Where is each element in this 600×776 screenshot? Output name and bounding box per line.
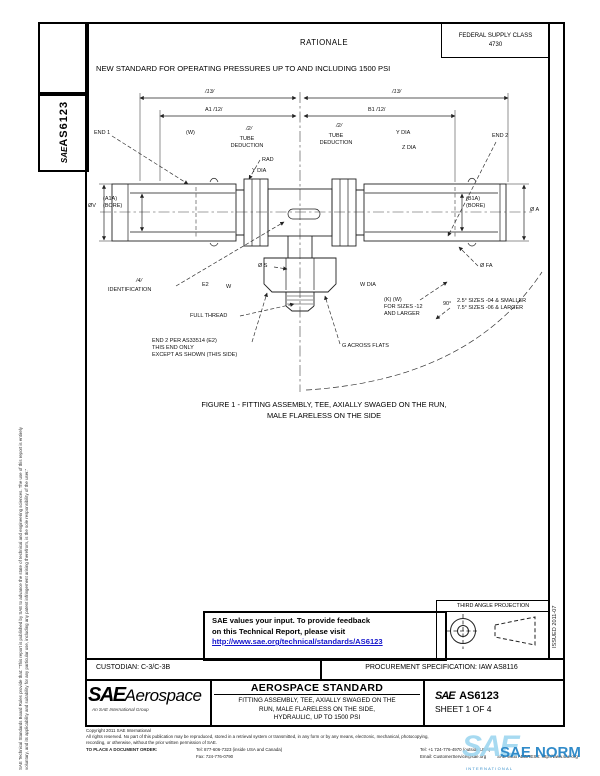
figure-callout: Ø S [258, 263, 268, 269]
watermark-sae-logo: SAE [462, 730, 520, 763]
figure-callout: TUBE DEDUCTION [230, 136, 264, 150]
figure-callout: W DIA [360, 282, 376, 288]
figure-callout: (A1A) (BORE) [103, 196, 123, 210]
sheet-number: SHEET 1 OF 4 [435, 704, 492, 714]
figure-callout: 2.5° SIZES -04 & SMALLER 7.5° SIZES -06 … [457, 298, 527, 312]
figure-callout: /2/ [246, 126, 253, 132]
figure-callout: A1 /12/ [205, 107, 223, 113]
figure-callout: Y DIA [252, 168, 267, 174]
footer-rights-2: recording, or otherwise, without the pri… [86, 740, 218, 745]
figure-callout: G ACROSS FLATS [342, 343, 389, 349]
doc-number-sae-logo: SAE [435, 690, 456, 702]
figure-callout: E2 [202, 282, 209, 288]
feedback-box: SAE values your input. To provide feedba… [203, 611, 447, 661]
document-title: FITTING ASSEMBLY, TEE, AXIALLY SWAGED ON… [212, 697, 422, 723]
footer-order-label: TO PLACE A DOCUMENT ORDER: [86, 747, 158, 752]
issued-strip-divider [548, 22, 550, 658]
rationale-body: NEW STANDARD FOR OPERATING PRESSURES UP … [96, 64, 391, 73]
doc-tab-empty-cell [38, 22, 89, 96]
title-line3: HYDRAULIC, UP TO 1500 PSI [273, 714, 361, 722]
bottom-row-bottom-border [85, 679, 563, 681]
figure-callout: Z DIA [402, 145, 417, 151]
title-line2: RUN, MALE FLARELESS ON THE SIDE, [258, 705, 376, 713]
fsc-line2: 4730 [488, 41, 503, 48]
figure-callout: /13/ [205, 89, 215, 95]
figure-callout: B1 /12/ [368, 107, 386, 113]
footer-copyright: Copyright 2011 SAE International [86, 728, 151, 733]
figure-callout: 90° [443, 301, 452, 307]
titleblock-divider-2 [423, 680, 425, 725]
figure-callout: (B1A) (BORE) [466, 196, 486, 210]
standard-type-underline [214, 694, 420, 695]
figure-caption-line2: MALE FLARELESS ON THE SIDE [266, 411, 382, 420]
doc-number-cell: SAE AS6123 [435, 686, 499, 704]
doc-tab-number-cell: SAEAS6123 [38, 92, 89, 172]
figure-callout: ØV [88, 203, 96, 209]
issued-label: ISSUED 2011-07 [552, 605, 558, 649]
procurement-label: PROCUREMENT SPECIFICATION: IAW AS8116 [365, 664, 518, 671]
bottom-row-top-border [85, 658, 563, 660]
sae-aerospace-logo: SAEAerospace An SAE International Group [88, 684, 208, 724]
footer-web-address[interactable]: SAE WEB ADDRESS: http://www.sae.org [497, 754, 578, 759]
figure-callout: /2/ [336, 123, 343, 129]
rationale-heading: RATIONALE [299, 38, 349, 47]
watermark-intl-text: INTERNATIONAL [466, 766, 514, 771]
logo-sae-text: SAE [88, 684, 126, 706]
titleblock-divider-1 [210, 680, 212, 725]
custodian-label: CUSTODIAN: C-3/C-3B [96, 664, 171, 671]
title-line1: FITTING ASSEMBLY, TEE, AXIALLY SWAGED ON… [238, 697, 396, 704]
figure-callout: Y DIA [396, 130, 411, 136]
figure-callout: RAD [262, 157, 274, 163]
projection-symbol [447, 614, 536, 649]
figure-callout: /13/ [392, 89, 402, 95]
frame-top-extension [38, 22, 563, 24]
watermark: SAE SAE NORM INTERNATIONAL [460, 730, 600, 776]
figure-callout: END 2 [492, 133, 509, 139]
footer-tel2: Tel: +1 724-776-4970 (outside USA) [420, 747, 491, 752]
feedback-url-link[interactable]: http://www.sae.org/technical/standards/A… [212, 637, 383, 646]
figure-caption-line1: FIGURE 1 - FITTING ASSEMBLY, TEE, AXIALL… [201, 400, 447, 409]
feedback-line2: on this Technical Report, please visit [212, 626, 346, 636]
figure-callout: END 2 PER AS33514 (E2) THIS END ONLY EXC… [152, 338, 238, 359]
figure-callout: /4/ [136, 278, 143, 284]
footer-email[interactable]: Email: CustomerService@sae.org [420, 754, 487, 759]
footer-rights-1: All rights reserved. No part of this pub… [86, 734, 429, 739]
logo-aerospace-text: Aerospace [124, 686, 202, 705]
figure-callout: IDENTIFICATION [108, 287, 152, 293]
figure-callout: Ø A [530, 207, 540, 213]
fsc-box: FEDERAL SUPPLY CLASS 4730 [441, 24, 549, 58]
watermark-norm-text: SAE NORM [500, 744, 581, 761]
figure-callout: Ø FA [480, 263, 493, 269]
figure-callout: (K) (W) FOR SIZES -12 AND LARGER [384, 297, 423, 318]
projection-box: THIRD ANGLE PROJECTION [436, 600, 550, 659]
projection-label: THIRD ANGLE PROJECTION [437, 601, 549, 612]
footer-tel1: Tel: 877-606-7323 (inside USA and Canada… [196, 747, 283, 752]
figure-callout: (W) [186, 130, 195, 136]
logo-subtitle: An SAE International Group [92, 707, 149, 712]
standard-type-heading: AEROSPACE STANDARD [250, 682, 384, 694]
doc-number-text: AS6123 [459, 690, 499, 702]
fsc-line1: FEDERAL SUPPLY CLASS [458, 32, 533, 39]
figure-callout: FULL THREAD [190, 313, 228, 319]
footer-fax: Fax: 724-776-0790 [196, 754, 234, 759]
figure-callout: TUBE DEDUCTION [319, 133, 353, 147]
feedback-line1: SAE values your input. To provide feedba… [212, 616, 371, 625]
figure-callout: W [226, 284, 232, 290]
custodian-divider [320, 658, 322, 680]
figure-callout: END 1 [94, 130, 111, 136]
